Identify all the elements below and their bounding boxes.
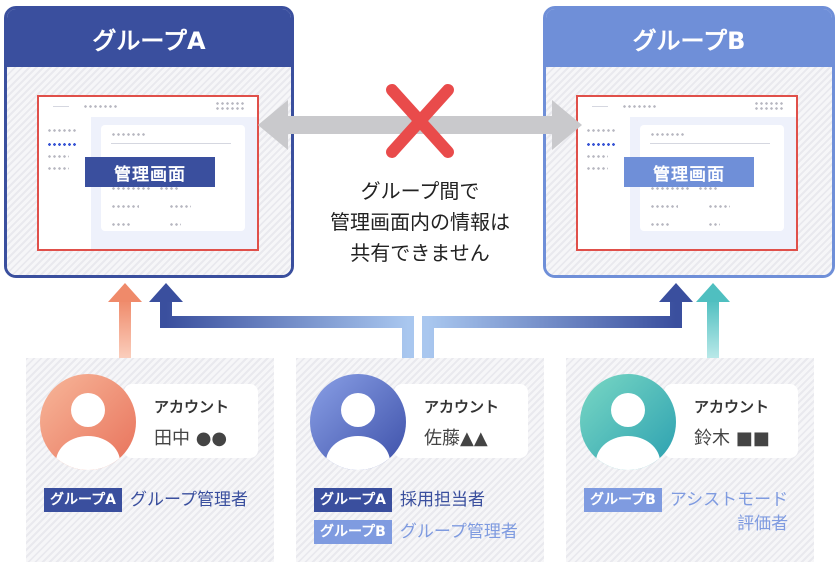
- account-card-sato: アカウント 佐藤▲▲ グループA 採用担当者 グループB グループ管理者: [296, 358, 544, 562]
- admin-screen-label: 管理画面: [624, 157, 754, 187]
- role-text: グループ管理者: [399, 522, 518, 542]
- admin-screen-label: 管理画面: [85, 157, 215, 187]
- group-a-body: 管理画面: [7, 67, 291, 275]
- group-b-title: グループB: [546, 9, 832, 67]
- group-tag-a: グループA: [314, 488, 392, 512]
- person-avatar-icon: [310, 374, 406, 470]
- group-tag-b: グループB: [314, 520, 392, 544]
- group-a-panel: グループA: [4, 6, 294, 278]
- arrow-account1-to-group-a: [108, 283, 142, 360]
- no-sharing-arrow: [258, 84, 582, 158]
- arrow-account3-to-group-b: [696, 283, 730, 360]
- role-text: グループ管理者: [130, 490, 248, 510]
- role-text: 採用担当者: [400, 490, 485, 510]
- arrow-account2-to-group-a: [149, 283, 414, 360]
- account-bubble: アカウント 鈴木 ■■: [664, 384, 798, 458]
- person-avatar-icon: [580, 374, 676, 470]
- person-avatar-icon: [40, 374, 136, 470]
- group-tag-b: グループB: [584, 488, 662, 512]
- admin-screen-a: 管理画面: [37, 95, 259, 251]
- arrow-account2-to-group-b: [422, 283, 693, 360]
- role-row: グループB グループ管理者: [314, 520, 518, 544]
- account-card-tanaka: アカウント 田中 ●● グループA グループ管理者: [26, 358, 274, 562]
- no-sharing-note: グループ間で 管理画面内の情報は 共有できません: [330, 179, 510, 265]
- group-tag-a: グループA: [44, 488, 122, 512]
- admin-sidebar: [578, 117, 630, 249]
- admin-screen-b: 管理画面: [576, 95, 798, 251]
- role-row: グループA 採用担当者: [314, 488, 485, 512]
- role-row: グループA グループ管理者: [44, 488, 248, 512]
- account-card-suzuki: アカウント 鈴木 ■■ グループB アシストモード 評価者: [566, 358, 814, 562]
- admin-sidebar: [39, 117, 91, 249]
- account-bubble: アカウント 田中 ●●: [124, 384, 258, 458]
- account-bubble: アカウント 佐藤▲▲: [394, 384, 528, 458]
- group-b-panel: グループB: [543, 6, 835, 278]
- role-text: アシストモード 評価者: [669, 490, 789, 534]
- role-row: グループB アシストモード 評価者: [584, 488, 788, 536]
- x-cross-icon: [386, 84, 454, 158]
- group-a-title: グループA: [7, 9, 291, 67]
- group-b-body: 管理画面: [546, 67, 832, 275]
